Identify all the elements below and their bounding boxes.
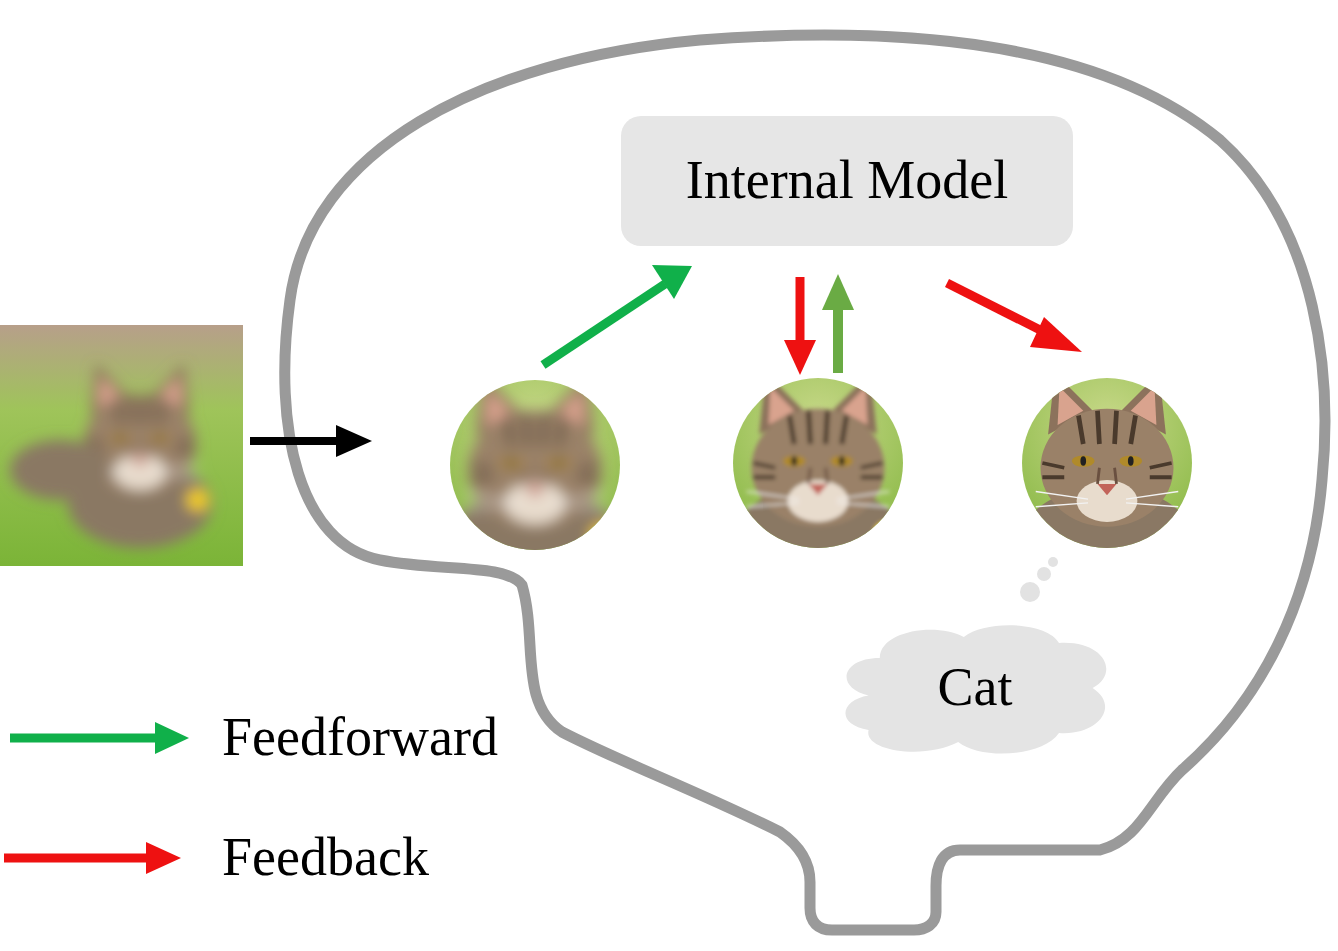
legend-label: Feedforward: [222, 708, 498, 767]
clearer-cat: [723, 368, 913, 591]
model-box: Internal Model: [621, 116, 1073, 246]
thought-dot: [1048, 557, 1058, 567]
legend-arrow: [10, 722, 189, 754]
input-arrow: [250, 425, 372, 457]
brain-outline: [285, 35, 1325, 930]
feedback-arrow: [784, 277, 816, 375]
legend-label: Feedback: [222, 828, 429, 887]
feedforward-arrow: [543, 265, 692, 365]
model-label: Internal Model: [686, 151, 1008, 210]
legend-arrow: [4, 842, 181, 874]
thought-cloud: Cat: [835, 613, 1115, 763]
input-photo: [0, 325, 243, 566]
thought-text: Cat: [938, 658, 1013, 717]
sharp-cat: [1012, 368, 1202, 591]
thought-dot: [1037, 567, 1051, 581]
feedback-arrow: [947, 283, 1082, 352]
blurry-cat: [440, 370, 630, 593]
feedforward-arrow: [822, 274, 854, 373]
thought-dot: [1020, 582, 1040, 602]
